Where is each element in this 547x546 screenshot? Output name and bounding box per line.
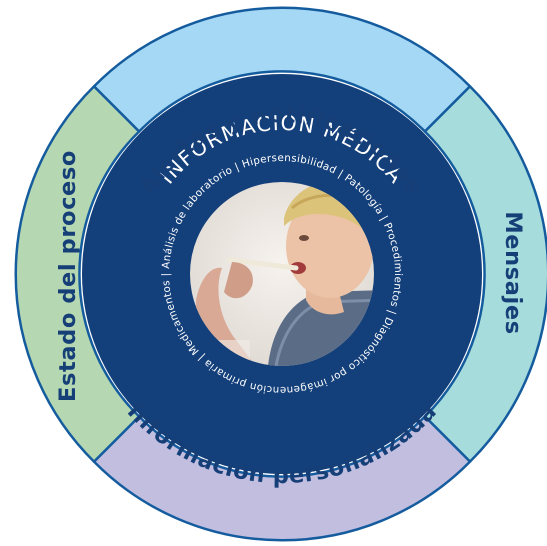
right-segment-label: Mensajes xyxy=(500,211,526,334)
left-segment-label: Estado del proceso xyxy=(55,150,81,402)
child-exam-photo xyxy=(190,182,374,366)
left-segment xyxy=(14,85,141,463)
